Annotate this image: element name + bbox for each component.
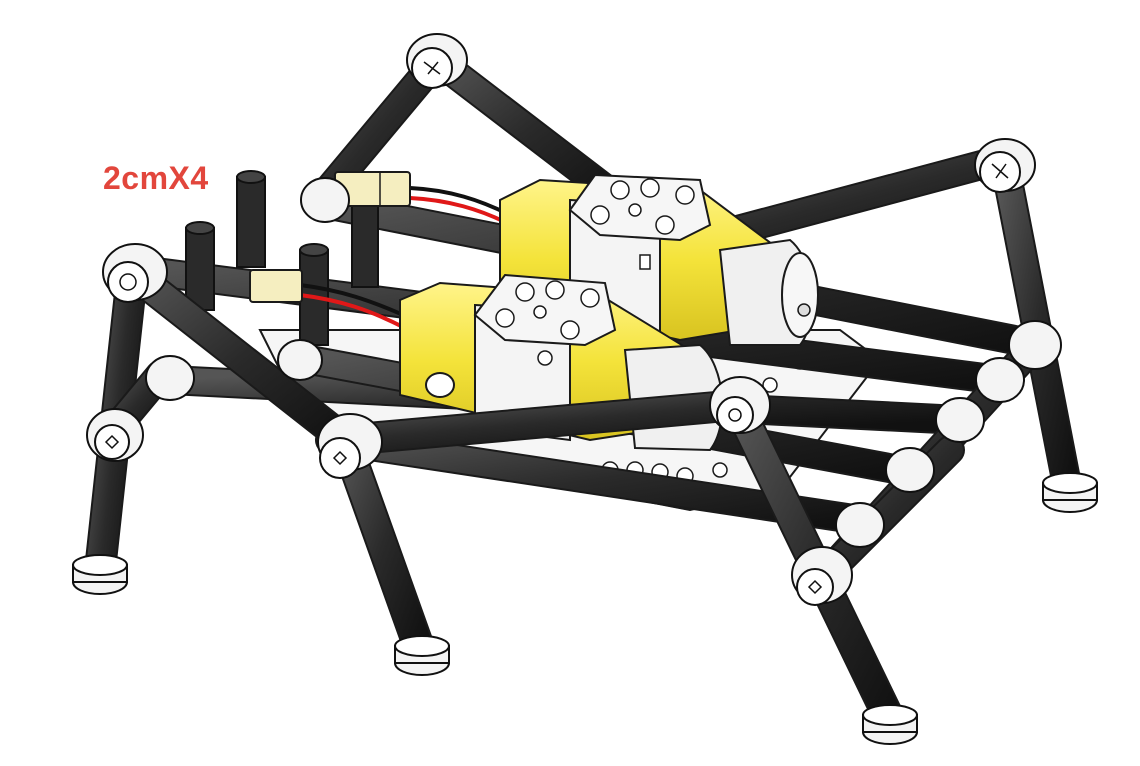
- screw-joint-icon: [86, 33, 1062, 606]
- wire-connectors: [249, 171, 411, 303]
- tube-leg-icon: [72, 472, 1098, 745]
- spacer-post-icon: [185, 170, 379, 346]
- spacer-quantity-label: 2cmX4: [103, 160, 209, 196]
